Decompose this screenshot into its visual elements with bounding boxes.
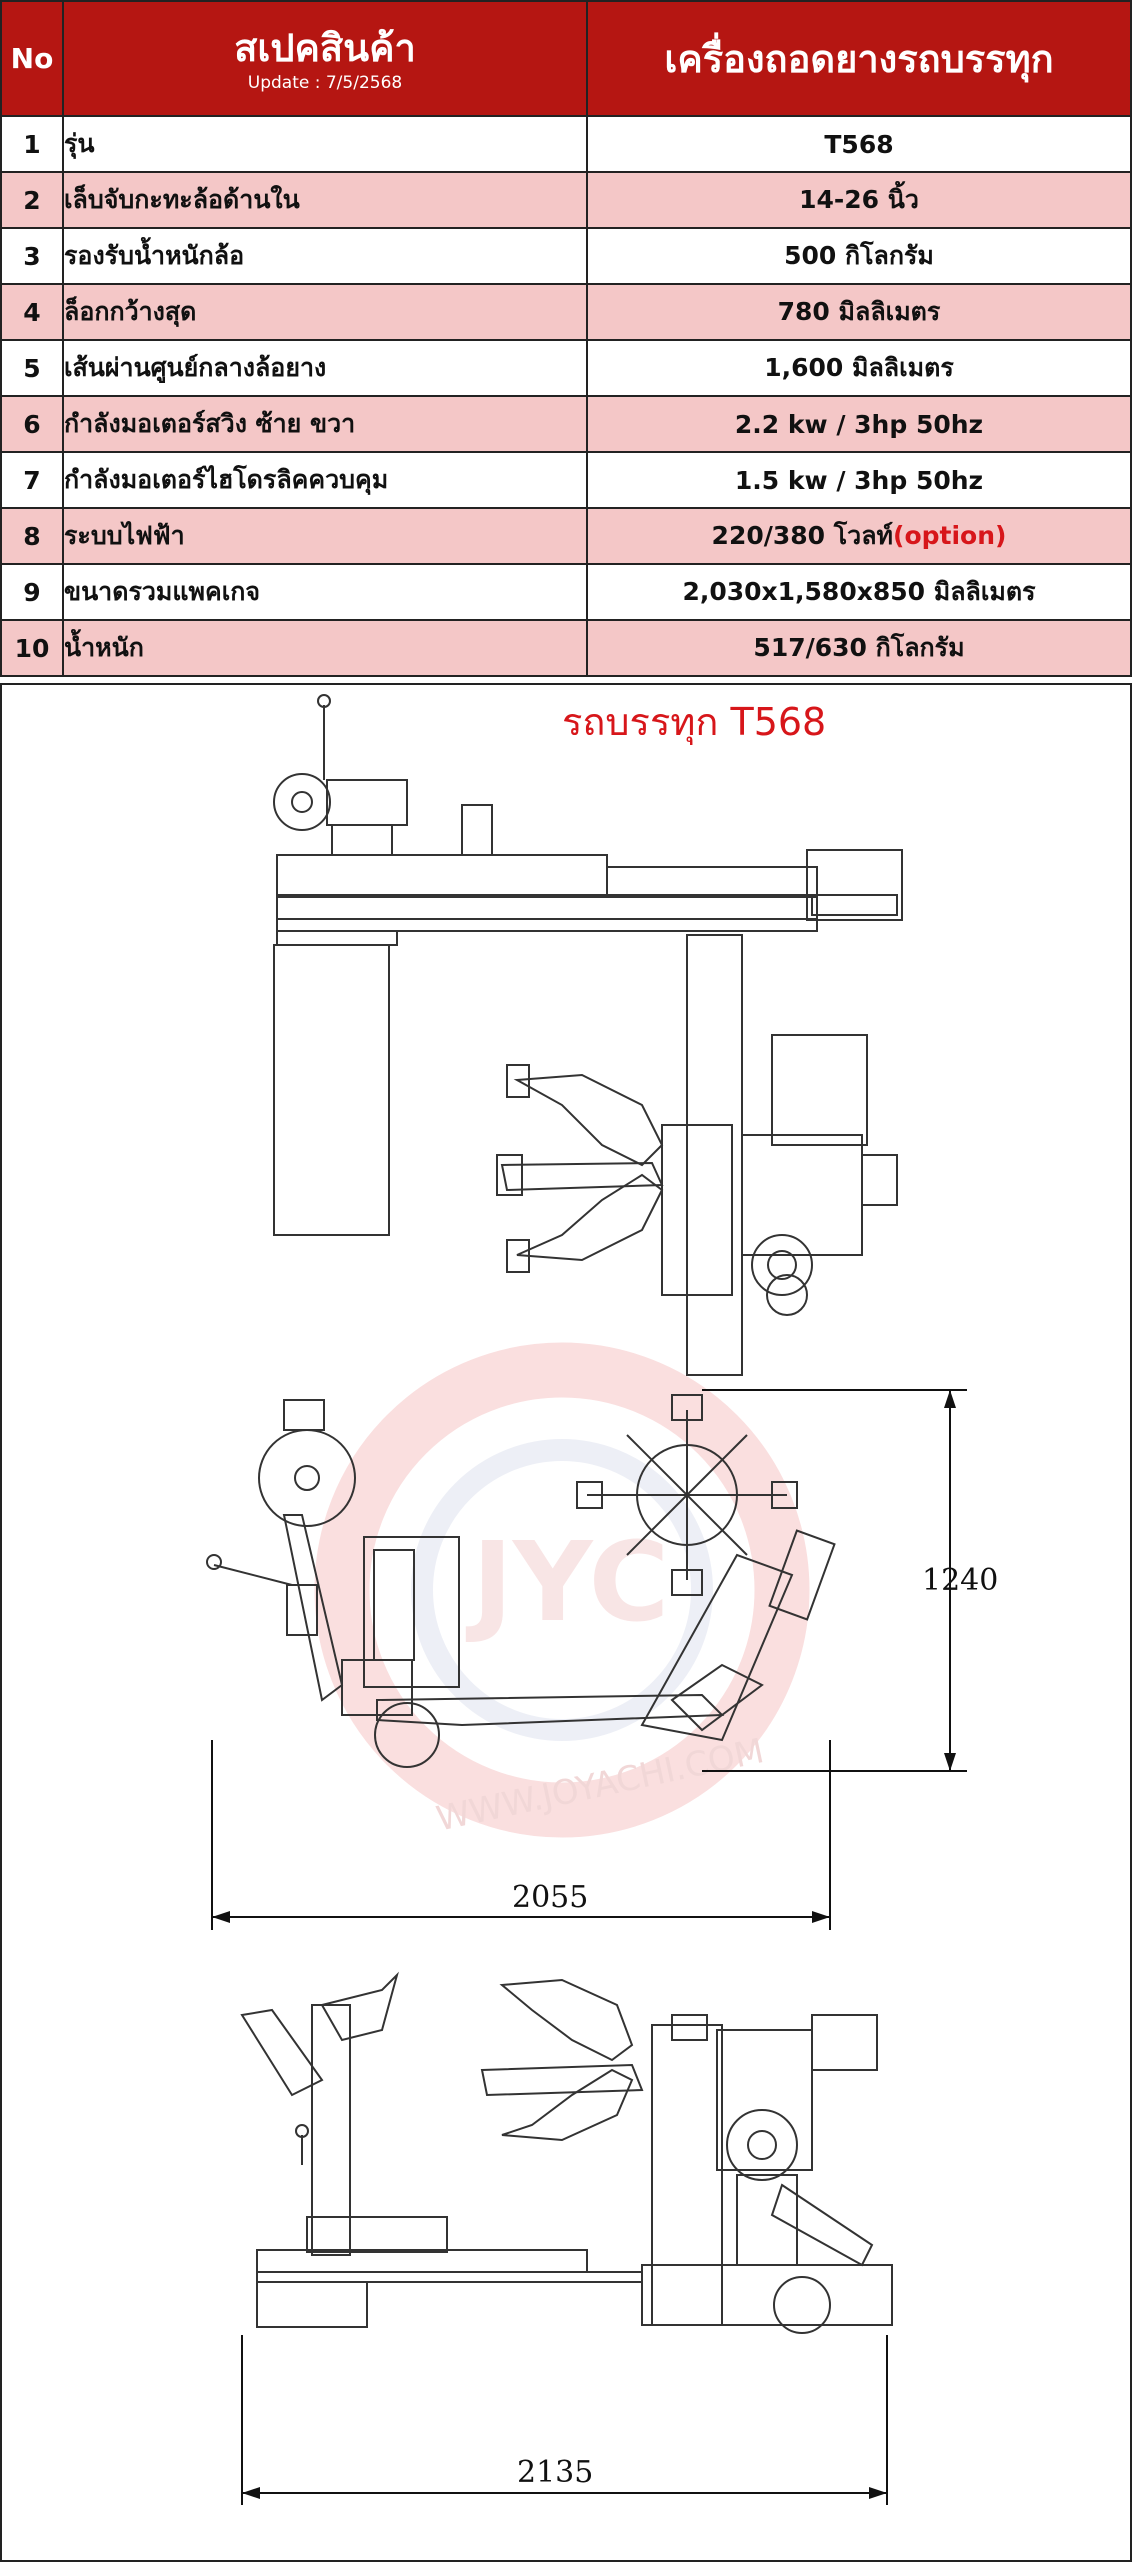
spec-name: เส้นผ่านศูนย์กลางล้อยาง bbox=[62, 339, 588, 397]
spec-table: No สเปคสินค้า Update : 7/5/2568 เครื่องถ… bbox=[0, 0, 1132, 677]
spec-name: เล็บจับกะทะล้อด้านใน bbox=[62, 171, 588, 229]
spec-name: รุ่น bbox=[62, 115, 588, 173]
spec-row: 5 เส้นผ่านศูนย์กลางล้อยาง 1,600 มิลลิเมต… bbox=[0, 339, 1132, 397]
front-view-drawing bbox=[240, 1971, 893, 2505]
spec-value: 1.5 kw / 3hp 50hz bbox=[586, 451, 1132, 509]
technical-drawings-panel: JYC WWW.JOYACHI.COM bbox=[0, 683, 1132, 2562]
spec-no: 7 bbox=[0, 451, 64, 509]
product-title-header: เครื่องถอดยางรถบรรทุก bbox=[586, 0, 1132, 117]
spec-value-cell: 220/380 โวลท์(option) bbox=[586, 507, 1132, 565]
spec-row: 4 ล็อกกว้างสุด 780 มิลลิเมตร bbox=[0, 283, 1132, 341]
spec-no: 5 bbox=[0, 339, 64, 397]
spec-no: 9 bbox=[0, 563, 64, 621]
spec-name: น้ำหนัก bbox=[62, 619, 588, 677]
dimension-width-side: 2055 bbox=[512, 1880, 588, 1915]
spec-value: 517/630 กิโลกรัม bbox=[586, 619, 1132, 677]
spec-row: 8 ระบบไฟฟ้า 220/380 โวลท์(option) bbox=[0, 507, 1132, 565]
spec-row: 10 น้ำหนัก 517/630 กิโลกรัม bbox=[0, 619, 1132, 677]
spec-value: 780 มิลลิเมตร bbox=[586, 283, 1132, 341]
spec-row: 2 เล็บจับกะทะล้อด้านใน 14-26 นิ้ว bbox=[0, 171, 1132, 229]
spec-name: ล็อกกว้างสุด bbox=[62, 283, 588, 341]
option-note: (option) bbox=[893, 521, 1007, 550]
dimension-height: 1240 bbox=[922, 1563, 998, 1598]
spec-name: กำลังมอเตอร์ไฮโดรลิคควบคุม bbox=[62, 451, 588, 509]
spec-row: 1 รุ่น T568 bbox=[0, 115, 1132, 173]
spec-name: รองรับน้ำหนักล้อ bbox=[62, 227, 588, 285]
spec-value: 14-26 นิ้ว bbox=[586, 171, 1132, 229]
dimension-width-front: 2135 bbox=[517, 2455, 593, 2490]
spec-name: กำลังมอเตอร์สวิง ซ้าย ขวา bbox=[62, 395, 588, 453]
watermark-brand: JYC bbox=[465, 1518, 669, 1646]
spec-title: สเปคสินค้า bbox=[234, 25, 416, 70]
spec-no: 2 bbox=[0, 171, 64, 229]
spec-no: 3 bbox=[0, 227, 64, 285]
spec-value: T568 bbox=[586, 115, 1132, 173]
spec-no: 10 bbox=[0, 619, 64, 677]
spec-value: 1,600 มิลลิเมตร bbox=[586, 339, 1132, 397]
drawing-caption: รถบรรทุก T568 bbox=[562, 700, 826, 745]
spec-row: 7 กำลังมอเตอร์ไฮโดรลิคควบคุม 1.5 kw / 3h… bbox=[0, 451, 1132, 509]
top-view-drawing bbox=[273, 694, 903, 1376]
spec-row: 6 กำลังมอเตอร์สวิง ซ้าย ขวา 2.2 kw / 3hp… bbox=[0, 395, 1132, 453]
spec-row: 9 ขนาดรวมแพคเกจ 2,030x1,580x850 มิลลิเมต… bbox=[0, 563, 1132, 621]
spec-no: 8 bbox=[0, 507, 64, 565]
spec-no: 6 bbox=[0, 395, 64, 453]
technical-drawing: JYC WWW.JOYACHI.COM bbox=[206, 694, 998, 2505]
spec-value: 2.2 kw / 3hp 50hz bbox=[586, 395, 1132, 453]
spec-no: 1 bbox=[0, 115, 64, 173]
spec-name: ระบบไฟฟ้า bbox=[62, 507, 588, 565]
spec-title-header: สเปคสินค้า Update : 7/5/2568 bbox=[62, 0, 588, 117]
spec-row: 3 รองรับน้ำหนักล้อ 500 กิโลกรัม bbox=[0, 227, 1132, 285]
no-column-header: No bbox=[0, 0, 64, 117]
spec-value: 500 กิโลกรัม bbox=[586, 227, 1132, 285]
spec-name: ขนาดรวมแพคเกจ bbox=[62, 563, 588, 621]
spec-value: 220/380 โวลท์ bbox=[711, 521, 894, 550]
spec-header-row: No สเปคสินค้า Update : 7/5/2568 เครื่องถ… bbox=[0, 0, 1132, 117]
spec-value: 2,030x1,580x850 มิลลิเมตร bbox=[586, 563, 1132, 621]
side-view-drawing bbox=[206, 1389, 967, 1930]
watermark-logo: JYC WWW.JOYACHI.COM bbox=[314, 1342, 810, 1840]
update-date: Update : 7/5/2568 bbox=[247, 72, 403, 93]
spec-no: 4 bbox=[0, 283, 64, 341]
